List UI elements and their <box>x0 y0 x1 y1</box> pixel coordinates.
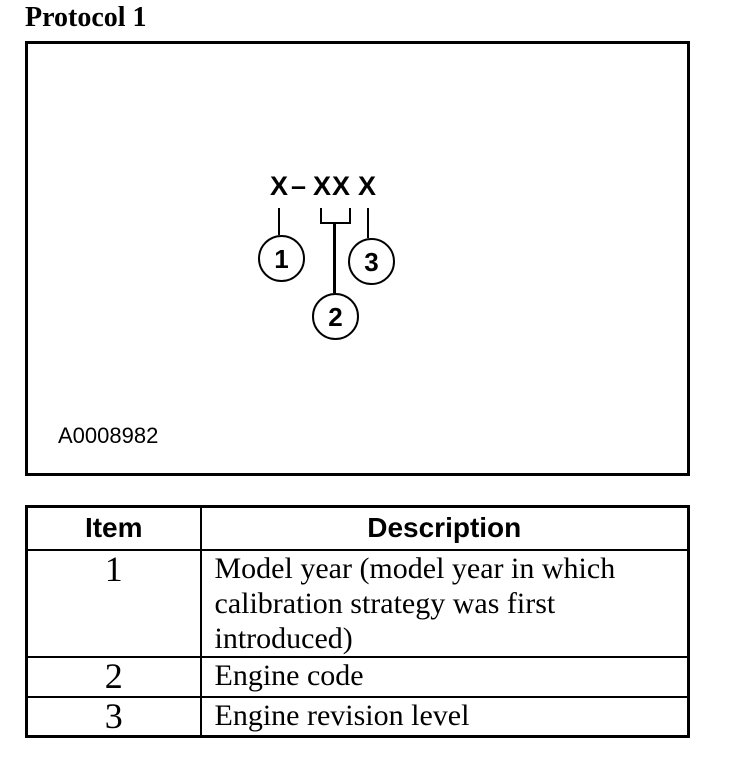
code-dash-separator: – <box>291 171 308 201</box>
item-cell: 2 <box>25 655 202 698</box>
description-cell: Engine code <box>199 655 690 698</box>
table-header-row: Item Description <box>25 505 690 551</box>
callout-2-bracket-right-line <box>349 208 351 224</box>
figure-id-label: A0008982 <box>58 423 159 448</box>
item-cell: 1 <box>25 548 202 658</box>
description-column-header: Description <box>199 505 690 551</box>
callout-2-number: 2 <box>328 301 343 332</box>
item-description-table: Item Description 1 Model year (model yea… <box>25 505 690 738</box>
callout-2-stem-line <box>333 224 336 293</box>
page-title: Protocol 1 <box>25 2 147 33</box>
callout-2-bracket-bottom-line <box>320 222 351 224</box>
callout-3-number: 3 <box>364 246 379 277</box>
code-last-character: X <box>358 171 378 201</box>
callout-2-bracket-left-line <box>320 208 322 224</box>
table-row: 1 Model year (model year in which calibr… <box>25 548 690 658</box>
table-row: 3 Engine revision level <box>25 695 690 738</box>
callout-1-number: 1 <box>274 243 289 274</box>
code-middle-characters: XX <box>313 171 352 201</box>
callout-1-leader-line <box>278 208 280 235</box>
description-cell: Model year (model year in which calibrat… <box>199 548 690 658</box>
item-cell: 3 <box>25 695 202 738</box>
callout-2-circle: 2 <box>312 293 359 340</box>
callout-3-circle: 3 <box>348 238 395 285</box>
table-row: 2 Engine code <box>25 655 690 698</box>
callout-3-leader-line <box>367 208 369 238</box>
item-column-header: Item <box>25 505 202 551</box>
figure-box: X – XX X 1 2 3 A0008982 <box>25 41 690 476</box>
callout-1-circle: 1 <box>258 235 305 282</box>
code-first-character: X <box>270 171 290 201</box>
description-cell: Engine revision level <box>199 695 690 738</box>
